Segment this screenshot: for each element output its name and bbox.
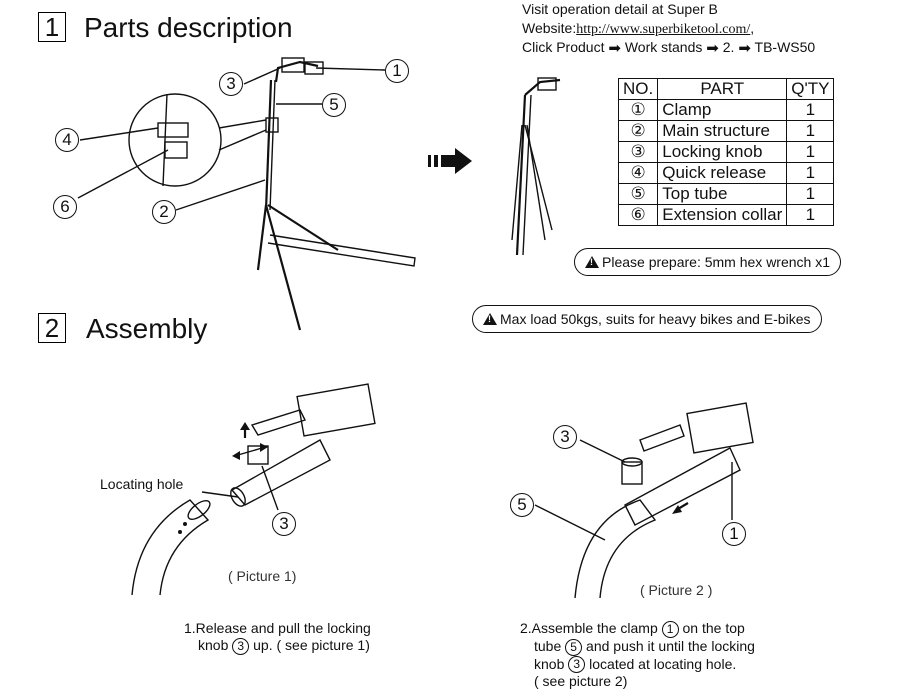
warning-icon: [483, 313, 497, 325]
leg-front: [264, 204, 302, 331]
nav-model: TB-WS50: [754, 39, 816, 55]
step-1-line-1: 1.Release and pull the locking: [184, 620, 371, 636]
row-no: ①: [617, 99, 659, 121]
row-part: Quick release: [657, 162, 788, 184]
info-website-prefix: Website:: [522, 20, 577, 36]
tray-bar: [267, 234, 416, 267]
row-qty: 1: [786, 120, 835, 142]
parts-table: NO. PART Q'TY ① Clamp 1 ② Main structure…: [617, 78, 835, 226]
inline-callout-1: 1: [661, 620, 679, 638]
section-2-number: 2: [38, 313, 66, 343]
step-2-text-c: tube: [534, 637, 562, 654]
right-arrow-icon: ➡: [608, 39, 621, 57]
row-no: ⑤: [617, 183, 659, 205]
extension-collar-shape: [164, 141, 188, 159]
big-arrow-icon: [428, 148, 472, 174]
top-tube-arm: [274, 60, 319, 83]
max-load-note: Max load 50kgs, suits for heavy bikes an…: [472, 305, 822, 333]
row-no: ②: [617, 120, 659, 142]
inline-callout-3: 3: [568, 656, 586, 674]
step-2-text-b: on the top: [682, 620, 745, 636]
nav-product: Click Product: [522, 39, 605, 55]
step-2-text-f: located at locating hole.: [589, 655, 737, 672]
callout-4: 4: [55, 128, 79, 152]
leader-2: [175, 179, 266, 211]
main-tube-edge: [269, 79, 276, 211]
table-row: ④ Quick release 1: [617, 162, 835, 184]
section-1-title: Parts description: [84, 12, 293, 43]
picture-2-callout-5: 5: [510, 493, 534, 517]
picture-1-illustration: [131, 383, 376, 596]
step-2-text-d: and push it until the locking: [586, 637, 755, 654]
leader-4: [79, 127, 159, 141]
nav-work-stands: Work stands: [624, 39, 703, 55]
callout-2: 2: [152, 200, 176, 224]
table-row: ① Clamp 1: [617, 99, 835, 121]
info-line-2: Website:http://www.superbiketool.com/,: [522, 19, 754, 39]
step-1-text-b: up. ( see picture 1): [253, 637, 370, 653]
inline-callout-3: 3: [232, 637, 250, 655]
max-load-note-text: Max load 50kgs, suits for heavy bikes an…: [500, 311, 811, 327]
leader-6: [77, 149, 169, 199]
info-website-suffix: ,: [750, 20, 755, 36]
folded-stand-illustration: [511, 77, 561, 256]
picture-1-caption: ( Picture 1): [228, 568, 297, 584]
website-link[interactable]: http://www.superbiketool.com/: [576, 22, 751, 37]
row-no: ③: [617, 141, 659, 163]
step-2-line-4: ( see picture 2): [534, 673, 628, 690]
step-2-line-3: knob 3 located at locating hole.: [520, 656, 755, 674]
warning-icon: [585, 256, 599, 268]
leader-1: [315, 67, 386, 71]
detail-circle: [128, 93, 222, 187]
info-line-1: Visit operation detail at Super B: [522, 1, 718, 17]
step-2-text-a: 2.Assemble the clamp: [520, 620, 658, 636]
step-1-text-a: knob: [198, 637, 229, 653]
section-2-title: Assembly: [86, 313, 208, 344]
callout-3: 3: [219, 72, 243, 96]
step-2-text-e: knob: [534, 655, 565, 672]
leg-left: [256, 204, 268, 271]
step-2-text: 2.Assemble the clamp 1 on the top tube 5…: [520, 620, 755, 690]
clamp-head: [281, 57, 305, 73]
step-1-line-2: knob 3 up. ( see picture 1): [184, 637, 371, 655]
row-no: ④: [617, 162, 659, 184]
info-line-3: Click Product ➡ Work stands ➡ 2. ➡ TB-WS…: [522, 38, 815, 58]
callout-6: 6: [53, 195, 77, 219]
section-1-number: 1: [38, 12, 66, 42]
table-row: ⑥ Extension collar 1: [617, 204, 835, 226]
leg-right: [267, 204, 339, 251]
right-arrow-icon: ➡: [706, 39, 719, 57]
right-arrow-icon: ➡: [738, 39, 751, 57]
callout-5: 5: [322, 93, 346, 117]
wrench-note-text: Please prepare: 5mm hex wrench x1: [602, 254, 830, 270]
nav-number: 2.: [722, 39, 735, 55]
step-1-text: 1.Release and pull the locking knob 3 up…: [184, 620, 371, 655]
row-qty: 1: [786, 204, 835, 226]
picture-2-illustration: [534, 402, 754, 599]
quick-release-shape: [157, 122, 189, 138]
picture-1-callout-3: 3: [272, 512, 296, 536]
row-part: Extension collar: [657, 204, 788, 226]
collar-on-tube: [265, 117, 279, 133]
col-header-no: NO.: [617, 78, 659, 100]
picture-2-caption: ( Picture 2 ): [640, 582, 713, 598]
wrench-note: Please prepare: 5mm hex wrench x1: [574, 248, 841, 276]
leader-3: [243, 67, 281, 85]
detail-leader-2: [218, 129, 267, 151]
detail-leader-1: [218, 119, 267, 129]
callout-1: 1: [385, 59, 409, 83]
step-2-line-1: 2.Assemble the clamp 1 on the top: [520, 620, 755, 638]
picture-2-callout-1: 1: [722, 522, 746, 546]
detail-tube: [162, 93, 168, 187]
inline-callout-5: 5: [565, 638, 583, 656]
step-2-line-2: tube 5 and push it until the locking: [520, 638, 755, 656]
locating-hole-label: Locating hole: [100, 476, 184, 492]
picture-2-callout-3: 3: [553, 425, 577, 449]
main-tube: [264, 79, 273, 211]
row-no: ⑥: [617, 204, 659, 226]
